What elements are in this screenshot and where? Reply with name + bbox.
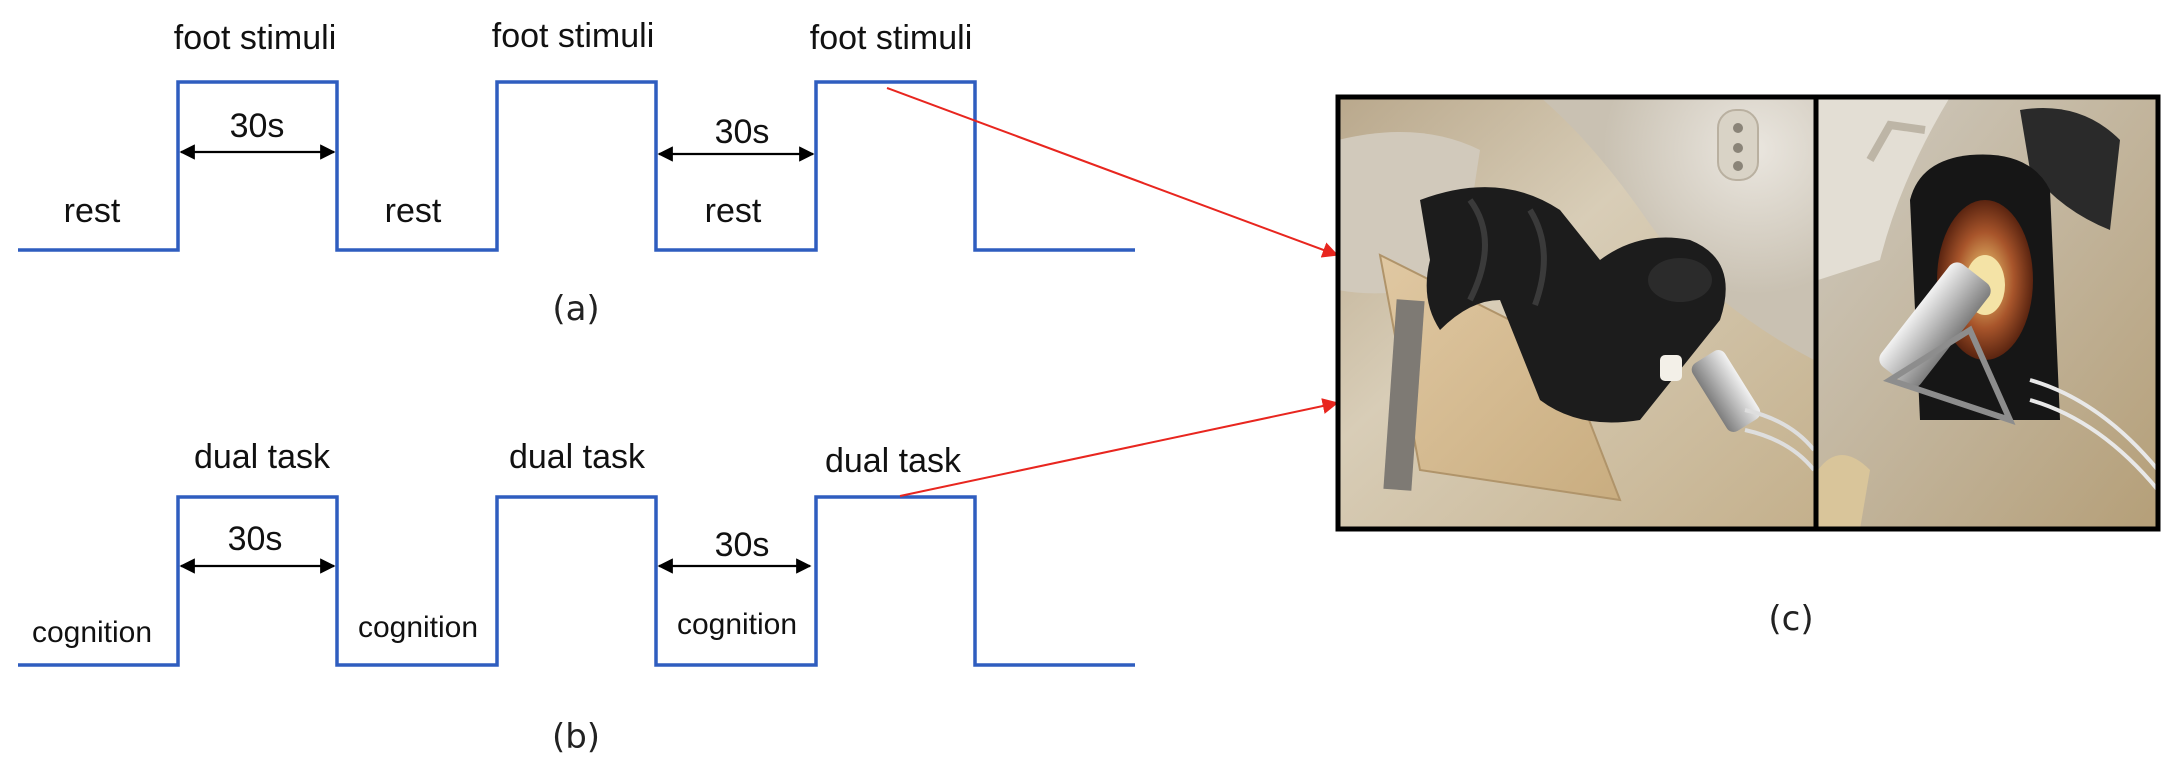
stimulus-waveform-b — [18, 497, 1135, 665]
block-label-foot-stimuli-2: foot stimuli — [492, 17, 655, 55]
panel-caption-a: (a) — [552, 289, 599, 329]
pointer-arrow-foot-stimuli — [887, 88, 1337, 255]
block-label-cognition-2: cognition — [358, 611, 478, 644]
block-label-rest-1: rest — [64, 192, 121, 230]
duration-label-a-2: 30s — [715, 113, 770, 151]
panel-a: foot stimuli foot stimuli foot stimuli r… — [18, 17, 1135, 329]
panel-caption-b: (b) — [552, 717, 600, 757]
duration-label-b-2: 30s — [715, 526, 770, 564]
block-label-cognition-1: cognition — [32, 616, 152, 649]
duration-label-b-1: 30s — [228, 520, 283, 558]
panel-b: dual task dual task dual task cognition … — [18, 438, 1135, 757]
block-label-foot-stimuli-1: foot stimuli — [174, 19, 337, 57]
block-label-rest-3: rest — [705, 192, 762, 230]
block-label-rest-2: rest — [385, 192, 442, 230]
apparatus-photo-rear-view — [1818, 97, 2158, 529]
block-label-foot-stimuli-3: foot stimuli — [810, 19, 973, 57]
block-label-dual-task-1: dual task — [194, 438, 331, 476]
block-label-dual-task-2: dual task — [509, 438, 646, 476]
panel-c: (c) — [1338, 97, 2158, 639]
stimulus-waveform-a — [18, 82, 1135, 250]
duration-label-a-1: 30s — [230, 107, 285, 145]
panel-caption-c: (c) — [1768, 599, 1813, 639]
pointer-arrow-dual-task — [900, 403, 1337, 496]
apparatus-photo-side-view — [1338, 97, 1814, 529]
block-label-cognition-3: cognition — [677, 608, 797, 641]
block-label-dual-task-3: dual task — [825, 442, 962, 480]
